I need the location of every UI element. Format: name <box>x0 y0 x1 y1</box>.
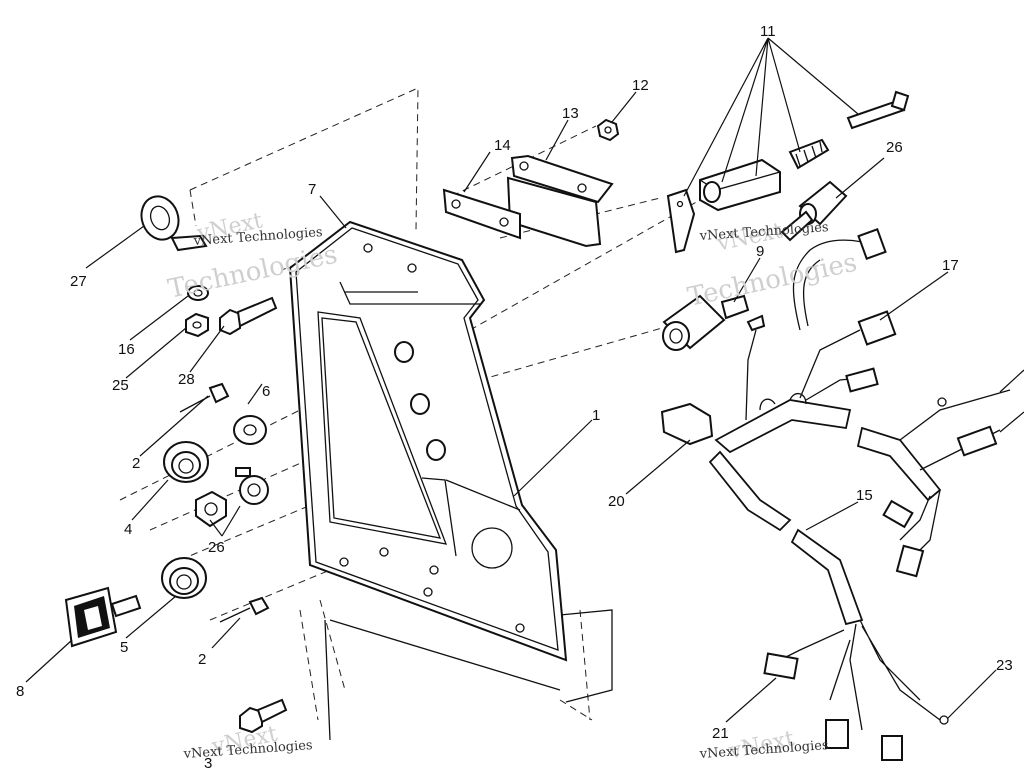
callout-2-lower: 2 <box>198 651 206 668</box>
callout-21: 21 <box>712 725 729 742</box>
callout-5: 4 <box>124 521 132 538</box>
callout-13: 13 <box>562 105 579 122</box>
wire-harness <box>660 228 1011 761</box>
callout-2-upper: 2 <box>132 455 140 472</box>
callout-16: 16 <box>118 341 135 358</box>
svg-text:vNext Technologies: vNext Technologies <box>182 738 313 762</box>
left-hardware <box>64 195 288 734</box>
callout-7: 8 <box>16 683 24 700</box>
callout-11: 11 <box>760 23 776 40</box>
callout-27: 27 <box>70 273 87 290</box>
callout-4: 6 <box>262 383 270 400</box>
callout-26-lower: 26 <box>208 539 225 556</box>
callout-25: 25 <box>112 377 129 394</box>
svg-text:Technologies: Technologies <box>685 248 860 313</box>
toggle-switch <box>780 180 848 242</box>
callout-23: 23 <box>996 657 1013 674</box>
callout-1: 1 <box>592 407 600 424</box>
callout-9: 9 <box>756 243 764 260</box>
callout-20: 20 <box>608 493 625 510</box>
switch-assembly <box>666 90 910 254</box>
callout-17: 17 <box>942 257 959 274</box>
pressure-switch <box>662 294 766 351</box>
nut-12 <box>596 118 620 142</box>
callout-3: 3 <box>204 755 212 768</box>
callout-14: 14 <box>494 137 511 154</box>
callout-26-upper: 26 <box>886 139 903 156</box>
callout-28: 28 <box>178 371 195 388</box>
callout-labels: 11 12 13 14 7 26 9 17 1 20 15 27 16 25 2… <box>16 23 1013 768</box>
bracket-parts <box>442 154 614 248</box>
callout-6: 5 <box>120 639 128 656</box>
leader-lines <box>25 37 1024 723</box>
callout-12: 12 <box>632 77 649 94</box>
callout-8: 7 <box>308 181 316 198</box>
lower-body-outline <box>324 609 613 741</box>
dash-panel <box>288 220 568 662</box>
callout-15: 15 <box>856 487 873 504</box>
watermark-top-right: vNext Technologies <box>685 218 860 313</box>
